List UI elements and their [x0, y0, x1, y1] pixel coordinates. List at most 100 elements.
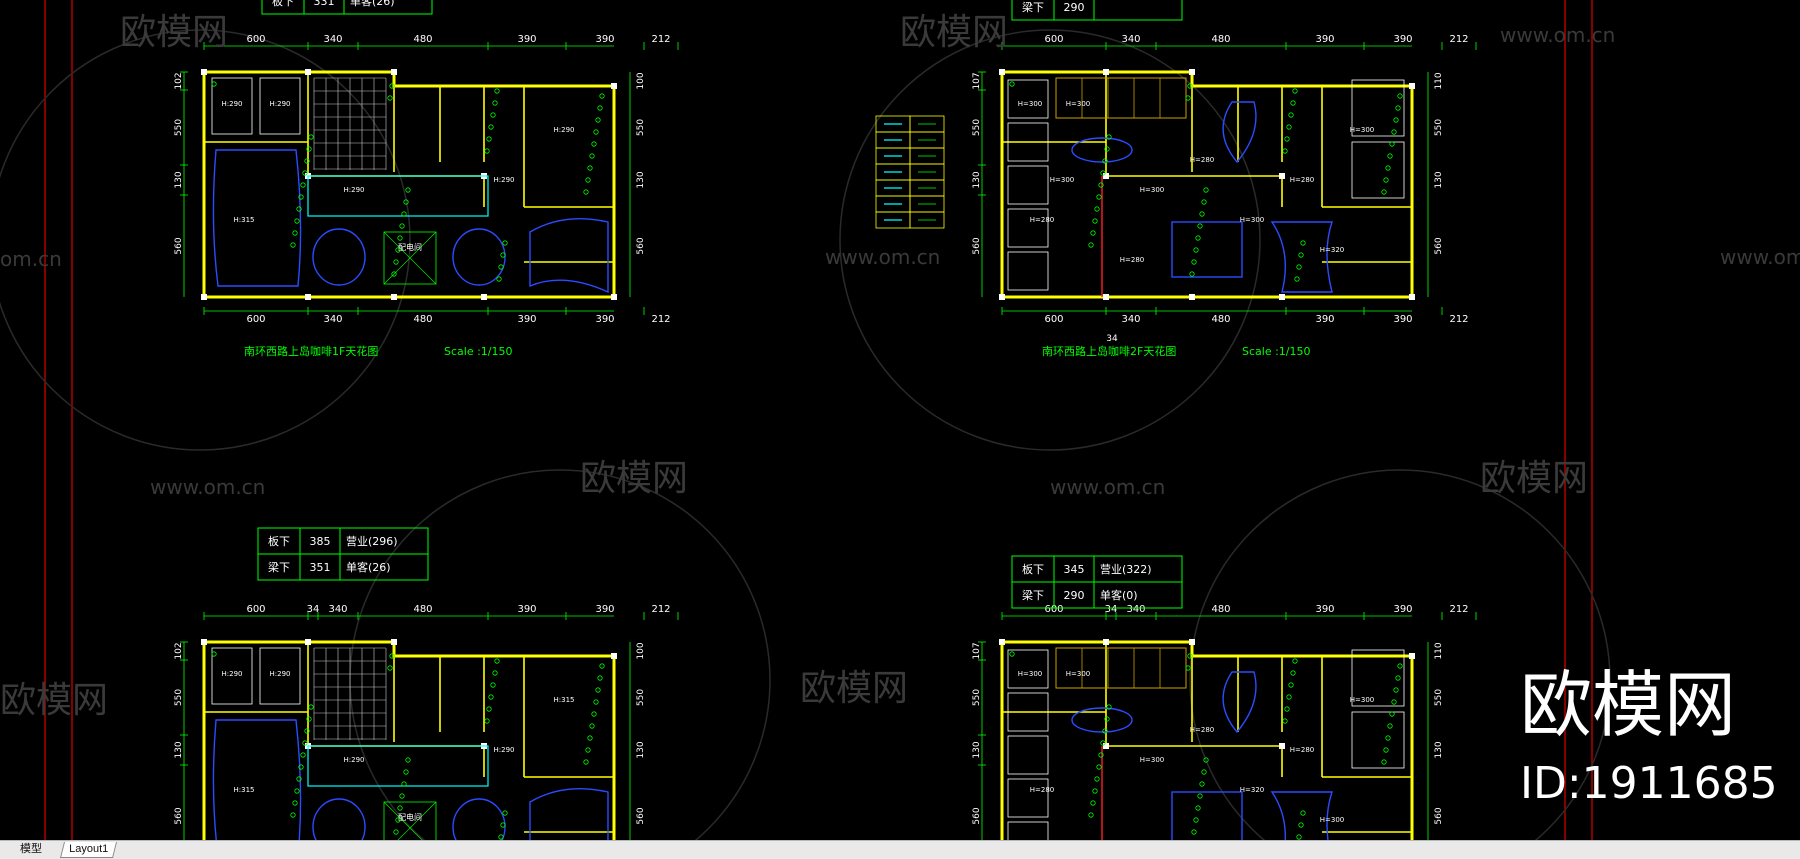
ceiling-height-label: H:290: [554, 126, 575, 134]
lamp-symbol: [1203, 757, 1209, 763]
lamp-symbol: [393, 259, 399, 265]
tab-model[interactable]: 模型: [14, 842, 48, 857]
ceiling-height-label: H=300: [1350, 126, 1375, 134]
lamp-symbol: [595, 687, 601, 693]
room-label: 配电间: [398, 812, 422, 822]
ceiling-height-label: H:290: [222, 670, 243, 678]
ceiling-height-label: H:290: [494, 746, 515, 754]
table-cell: [339, 553, 429, 581]
wood-ceiling: [1055, 647, 1187, 689]
lamp-symbol: [403, 199, 409, 205]
lamp-symbol: [1385, 735, 1391, 741]
lamp-symbol: [1201, 769, 1207, 775]
lamp-symbol: [308, 134, 314, 140]
booth-room: [1007, 735, 1049, 775]
dimension-label: 390: [517, 314, 536, 325]
sofa-group: [1270, 221, 1333, 293]
dimension-label: 600: [246, 34, 265, 45]
table-cell-text: 板下: [268, 534, 290, 548]
dimension-label: 550: [972, 119, 982, 136]
lamp-symbol: [494, 658, 500, 664]
sofa-group: [1222, 101, 1257, 164]
lamp-symbol: [1294, 276, 1300, 282]
column-post: [1103, 173, 1109, 179]
table-cell-text: 梁下: [1022, 588, 1044, 602]
dimension-label: 340: [323, 34, 342, 45]
lamp-symbol: [1096, 764, 1102, 770]
table-cell-text: 331: [314, 0, 335, 8]
lamp-symbol: [391, 271, 397, 277]
dimension-label: 340: [1121, 314, 1140, 325]
column-post: [1279, 743, 1285, 749]
ceiling-height-label: H=280: [1030, 216, 1055, 224]
lamp-symbol: [300, 182, 306, 188]
dimension-label: 390: [1315, 604, 1334, 615]
lamp-symbol: [1092, 218, 1098, 224]
lamp-symbol: [1199, 211, 1205, 217]
watermark-id: ID:1911685: [1520, 758, 1778, 809]
lamp-symbol: [1090, 800, 1096, 806]
lamp-symbol: [1100, 170, 1106, 176]
lamp-symbol: [1203, 187, 1209, 193]
lamp-symbol: [387, 665, 393, 671]
booth-room: [1007, 79, 1049, 119]
outer-wall: [1000, 70, 1414, 299]
ceiling-height-label: H=300: [1018, 100, 1043, 108]
lamp-symbol: [1092, 788, 1098, 794]
tab-layout1[interactable]: Layout1: [60, 842, 118, 858]
lamp-symbol: [484, 718, 490, 724]
lamp-symbol: [589, 153, 595, 159]
lamp-symbol: [296, 776, 302, 782]
dimension-label: 340: [323, 314, 342, 325]
dimension-label: 480: [1211, 314, 1230, 325]
lamp-symbol: [395, 247, 401, 253]
lamp-symbol: [1187, 653, 1193, 659]
lamp-symbol: [1284, 706, 1290, 712]
booth-room: [211, 647, 253, 705]
column-post: [1103, 294, 1109, 300]
stair-diagonal: [383, 231, 437, 285]
lamp-symbol: [486, 706, 492, 712]
oval-table: [1071, 137, 1133, 163]
lamp-symbol: [1383, 747, 1389, 753]
dimension-label: 212: [1449, 34, 1468, 45]
lamp-symbol: [1284, 136, 1290, 142]
lamp-symbol: [300, 752, 306, 758]
dimension-label: 560: [1434, 807, 1444, 824]
booth-room: [1007, 251, 1049, 291]
booth-room: [211, 77, 253, 135]
lamp-symbol: [1009, 651, 1015, 657]
dimension-label: 480: [413, 604, 432, 615]
lamp-symbol: [591, 711, 597, 717]
lamp-symbol: [496, 276, 502, 282]
ceiling-height-label: H=280: [1190, 156, 1215, 164]
dimension-label: 390: [517, 34, 536, 45]
dimension-label: 550: [174, 689, 184, 706]
watermark-brand: 欧模网: [900, 12, 1008, 53]
lamp-symbol: [595, 117, 601, 123]
oval-table: [1071, 707, 1133, 733]
lamp-symbol: [302, 740, 308, 746]
lamp-symbol: [1201, 199, 1207, 205]
booth-room: [1351, 141, 1405, 199]
lamp-symbol: [587, 735, 593, 741]
ceiling-height-label: H=320: [1240, 786, 1265, 794]
dimension-label: 600: [1044, 314, 1063, 325]
ceiling-height-label: H:315: [554, 696, 575, 704]
lamp-symbol: [585, 177, 591, 183]
lamp-symbol: [298, 764, 304, 770]
column-post: [201, 69, 207, 75]
dimension-label: 390: [1393, 604, 1412, 615]
lamp-symbol: [500, 822, 506, 828]
lamp-symbol: [405, 757, 411, 763]
lamp-symbol: [211, 651, 217, 657]
lamp-symbol: [1197, 223, 1203, 229]
lamp-symbol: [1296, 264, 1302, 270]
dimension-label: 390: [517, 604, 536, 615]
lamp-symbol: [1094, 206, 1100, 212]
